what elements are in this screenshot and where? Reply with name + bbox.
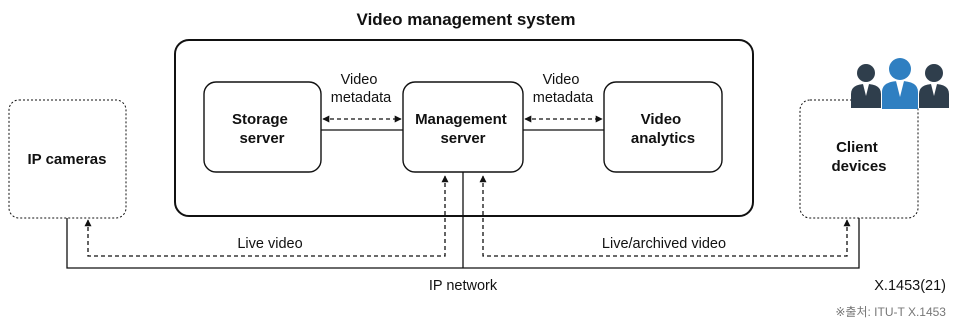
storage-server-label: Storage server bbox=[232, 111, 292, 147]
live-archived-video-arrow bbox=[479, 175, 851, 257]
ip-cameras-label: IP cameras bbox=[28, 151, 107, 168]
vms-container bbox=[174, 39, 754, 217]
storage-server-box bbox=[203, 81, 322, 173]
ip-network-lines bbox=[66, 172, 860, 269]
ip-cameras-box bbox=[8, 99, 127, 219]
client-devices-label: Client devices bbox=[831, 139, 886, 175]
video-analytics-label: Video analytics bbox=[631, 111, 695, 147]
live-archived-video-label: Live/archived video bbox=[602, 236, 726, 252]
users-icon bbox=[851, 58, 949, 109]
right-metadata-label: Video metadata bbox=[533, 72, 594, 106]
management-server-label: Management server bbox=[415, 111, 511, 147]
source-note: ※출처: ITU-T X.1453 bbox=[835, 305, 946, 319]
diagram-title: Video management system bbox=[357, 10, 576, 29]
ip-network-label: IP network bbox=[429, 278, 498, 294]
live-video-arrow bbox=[84, 175, 449, 257]
left-metadata-label: Video metadata bbox=[331, 72, 392, 106]
live-video-label: Live video bbox=[237, 236, 302, 252]
figure-id: X.1453(21) bbox=[874, 278, 946, 294]
video-analytics-box bbox=[603, 81, 723, 173]
